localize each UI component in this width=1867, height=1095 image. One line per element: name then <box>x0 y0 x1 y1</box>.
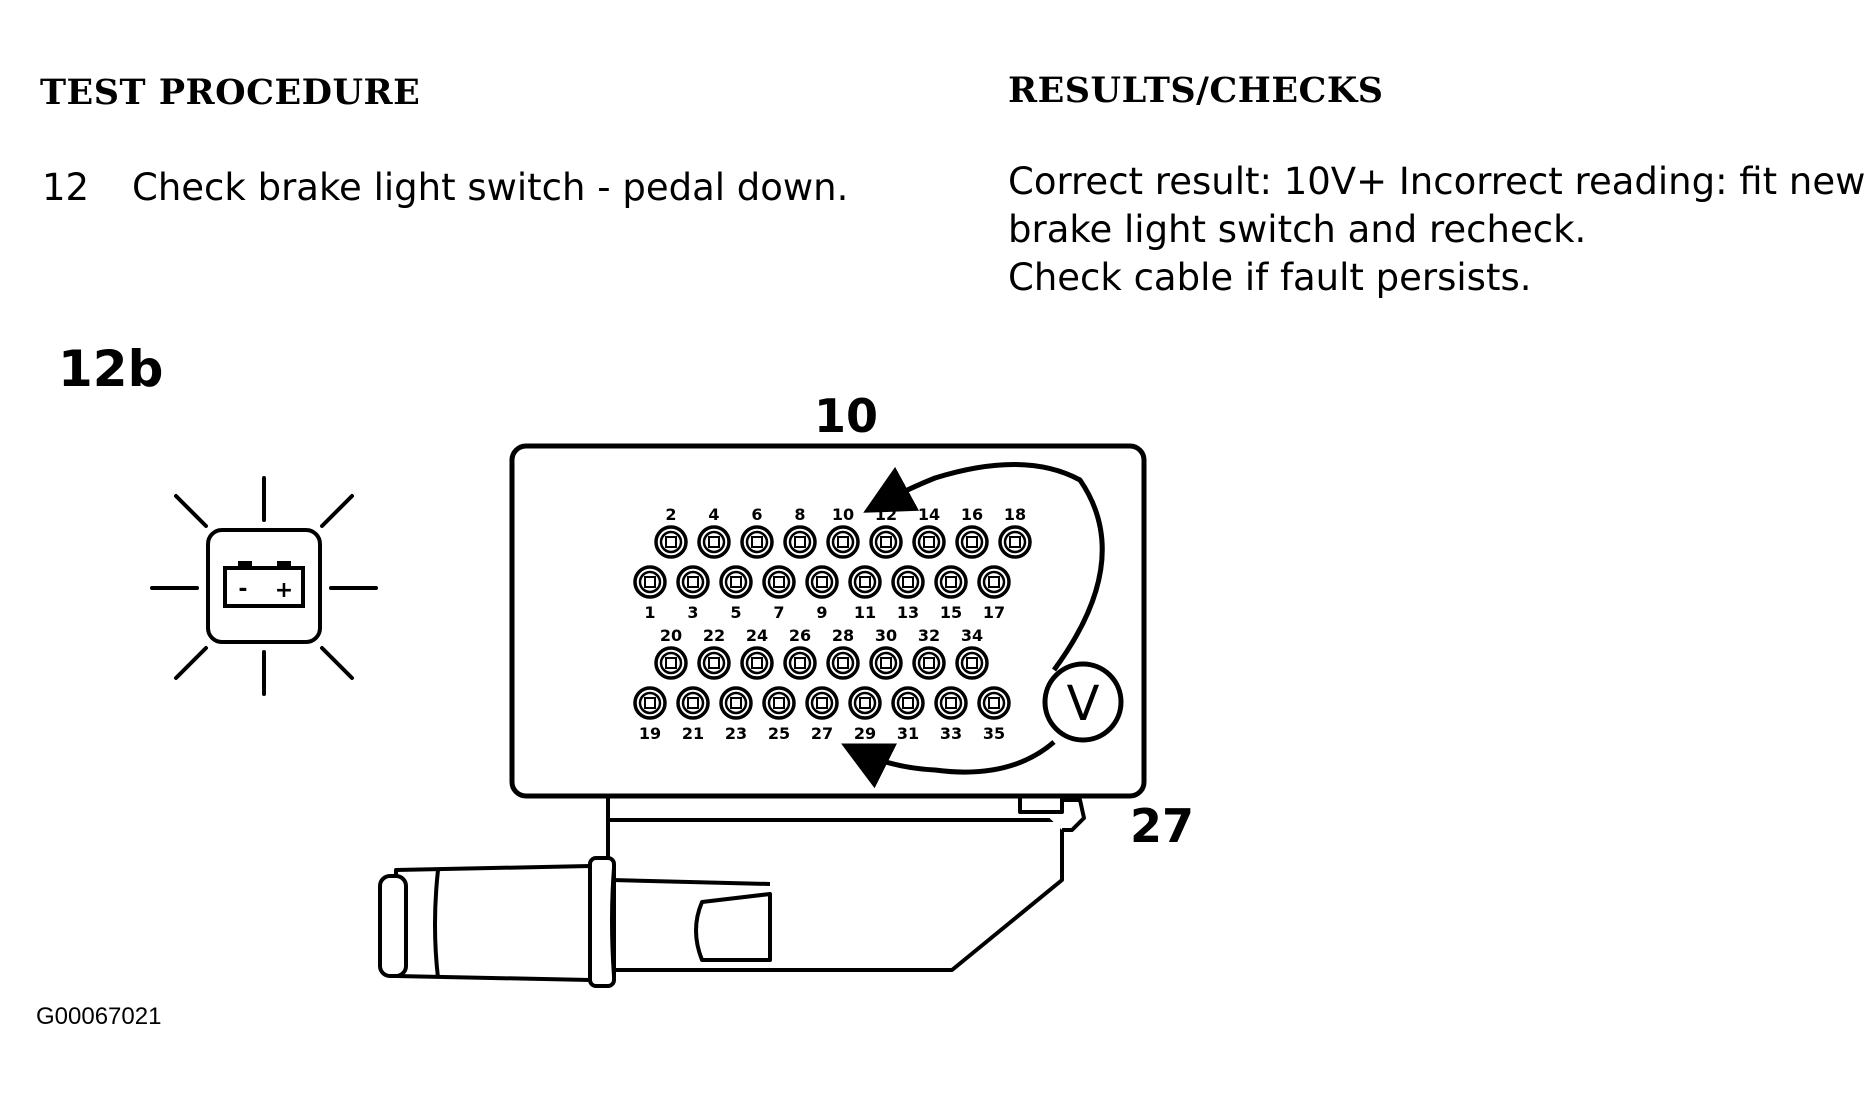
pin-label: 13 <box>897 603 919 622</box>
connector-pin <box>977 686 1011 720</box>
connector-pin <box>762 686 796 720</box>
connector-pin <box>762 565 796 599</box>
pin-label: 25 <box>768 724 790 743</box>
pin-label: 14 <box>918 505 940 524</box>
connector-pin <box>676 565 710 599</box>
pin-label: 32 <box>918 626 940 645</box>
connector-pin <box>633 686 667 720</box>
connector-pin <box>740 646 774 680</box>
result-line-1: Correct result: 10V+ Incorrect reading: … <box>1008 160 1866 203</box>
voltmeter-connection <box>841 462 1105 789</box>
pin-label: 21 <box>682 724 704 743</box>
pin-label: 8 <box>794 505 805 524</box>
connector-pin <box>697 646 731 680</box>
pin-label: 24 <box>746 626 768 645</box>
pin-label: 12 <box>875 505 897 524</box>
connector-pin <box>805 565 839 599</box>
voltmeter-icon <box>1042 661 1124 743</box>
connector-pin <box>848 565 882 599</box>
test-procedure-header: TEST PROCEDURE <box>40 72 421 113</box>
pin-label: 18 <box>1004 505 1026 524</box>
pin-label: 2 <box>665 505 676 524</box>
connector-pin <box>783 525 817 559</box>
connector-pin <box>891 686 925 720</box>
pin-callout-27: 27 <box>1130 799 1194 853</box>
pin-label: 19 <box>639 724 661 743</box>
pin-label: 17 <box>983 603 1005 622</box>
voltmeter-symbol: V <box>1067 676 1100 732</box>
pin-label: 10 <box>832 505 854 524</box>
pin-label: 7 <box>773 603 784 622</box>
pin-label: 6 <box>751 505 762 524</box>
pin-label: 22 <box>703 626 725 645</box>
connector-pin <box>934 686 968 720</box>
pin-label: 30 <box>875 626 897 645</box>
pin-label: 5 <box>730 603 741 622</box>
step-number: 12 <box>42 166 90 209</box>
pin-label: 34 <box>961 626 983 645</box>
step-procedure-text: Check brake light switch - pedal down. <box>132 166 849 209</box>
result-line-3: Check cable if fault persists. <box>1008 256 1532 299</box>
connector-pin <box>934 565 968 599</box>
connector-pin <box>955 525 989 559</box>
connector-pin <box>633 565 667 599</box>
pin-label: 33 <box>940 724 962 743</box>
ignition-on-icon: - + <box>150 476 378 696</box>
connector-pin <box>805 686 839 720</box>
pin-label: 9 <box>816 603 827 622</box>
image-code: G00067021 <box>36 1003 162 1030</box>
pin-label: 28 <box>832 626 854 645</box>
connector-pin <box>719 686 753 720</box>
pin-label: 26 <box>789 626 811 645</box>
battery-plus-label: + <box>275 578 293 603</box>
pin-label: 23 <box>725 724 747 743</box>
connector-pin <box>955 646 989 680</box>
connector-pin <box>654 525 688 559</box>
pin-label: 31 <box>897 724 919 743</box>
figure-id: 12b <box>58 340 164 398</box>
pin-callout-10: 10 <box>814 389 878 443</box>
connector-pin <box>826 525 860 559</box>
pin-label: 3 <box>687 603 698 622</box>
connector-pin <box>912 646 946 680</box>
connector-plug <box>378 788 1086 988</box>
pin-label: 4 <box>708 505 719 524</box>
connector-pin <box>891 565 925 599</box>
pin-label: 29 <box>854 724 876 743</box>
light-rays <box>150 476 378 696</box>
pin-label: 1 <box>644 603 655 622</box>
pin-label: 27 <box>811 724 833 743</box>
results-checks-header: RESULTS/CHECKS <box>1008 70 1384 111</box>
battery-icon <box>223 566 305 608</box>
connector-pin <box>740 525 774 559</box>
result-line-2: brake light switch and recheck. <box>1008 208 1587 251</box>
pin-label: 20 <box>660 626 682 645</box>
connector-pin <box>998 525 1032 559</box>
connector-pin <box>977 565 1011 599</box>
connector-pin <box>869 525 903 559</box>
pin-label: 16 <box>961 505 983 524</box>
pin-label: 35 <box>983 724 1005 743</box>
connector-pin <box>719 565 753 599</box>
step-result-text: Correct result: 10V+ Incorrect reading: … <box>1008 158 1866 302</box>
pin-label: 15 <box>940 603 962 622</box>
pin-label: 11 <box>854 603 876 622</box>
connector-pin <box>697 525 731 559</box>
connector-pin <box>826 646 860 680</box>
connector-pin <box>869 646 903 680</box>
connector-pin <box>912 525 946 559</box>
connector-pin <box>654 646 688 680</box>
connector-pin <box>783 646 817 680</box>
connector-pin <box>848 686 882 720</box>
connector-pin <box>676 686 710 720</box>
battery-minus-label: - <box>238 577 247 602</box>
